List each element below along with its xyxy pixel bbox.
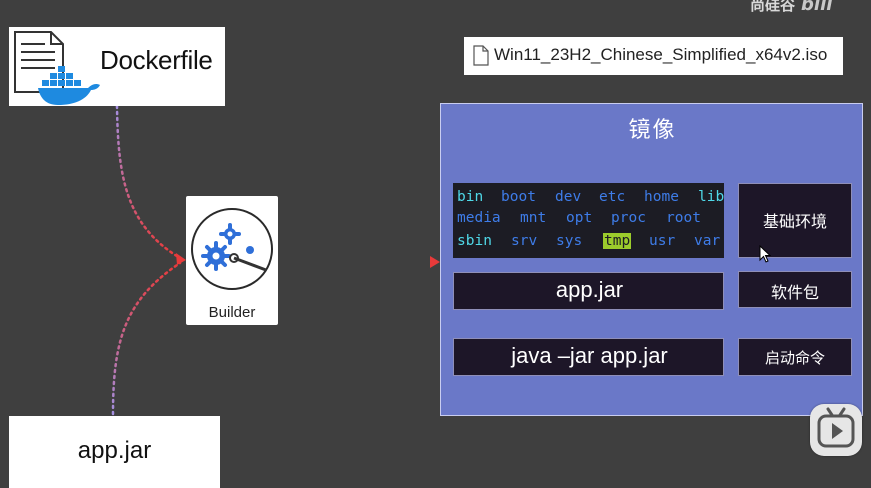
package-box: 软件包 [738, 271, 852, 308]
builder-label: Builder [208, 304, 256, 321]
iso-file-label: Win11_23H2_Chinese_Simplified_x64v2.iso [494, 45, 828, 64]
dir-item: home [644, 189, 679, 205]
dir-item: usr [649, 233, 676, 249]
file-icon [473, 45, 489, 66]
filesystem-box: bin boot dev etc home lib media mnt opt … [453, 183, 724, 258]
dir-item: var [694, 233, 721, 249]
command-layer-box: java –jar app.jar [453, 338, 724, 376]
gears-icon [191, 208, 273, 290]
dockerfile-label: Dockerfile [100, 45, 213, 75]
dir-item: proc [611, 210, 646, 226]
dir-item: srv [511, 233, 538, 249]
arrowhead-top [176, 253, 186, 265]
mouse-cursor-icon [759, 245, 771, 263]
startup-command-label: 启动命令 [764, 349, 825, 367]
image-title: 镜像 [628, 118, 677, 143]
dir-item: mnt [520, 210, 547, 226]
dir-item: tmp [603, 233, 632, 249]
watermark-text: 尚硅谷 [750, 0, 796, 14]
appjar-layer-label: app.jar [555, 277, 624, 302]
docker-whale-icon [38, 66, 100, 105]
arrow-dockerfile-to-builder [115, 104, 182, 260]
dir-item: etc [599, 189, 626, 205]
builder-card: Builder [186, 196, 278, 325]
dockerfile-card [9, 27, 225, 106]
iso-file-card: Win11_23H2_Chinese_Simplified_x64v2.iso [464, 37, 843, 75]
dir-item: opt [566, 210, 593, 226]
command-layer-label: java –jar app.jar [511, 343, 668, 368]
appjar-source-label: app.jar [77, 437, 152, 464]
play-button[interactable] [810, 404, 862, 456]
dir-item: root [666, 210, 701, 226]
appjar-layer-box: app.jar [453, 272, 724, 310]
base-env-box: 基础环境 [738, 183, 852, 258]
package-label: 软件包 [770, 283, 819, 302]
image-panel: 镜像 bin boot dev etc home lib media mnt o… [440, 103, 863, 416]
bilibili-logo: bili [801, 0, 833, 15]
dir-item: media [457, 210, 501, 226]
watermark: 尚硅谷 bili [750, 0, 832, 15]
appjar-source-card: app.jar [9, 416, 220, 488]
dir-item: lib [698, 189, 725, 205]
dir-item: sbin [457, 233, 492, 249]
dir-item: sys [556, 233, 583, 249]
dir-item: boot [501, 189, 536, 205]
arrow-appjar-to-builder [111, 261, 182, 416]
dir-item: bin [457, 189, 484, 205]
startup-command-box: 启动命令 [738, 338, 852, 376]
play-icon [817, 407, 855, 448]
dir-item: dev [555, 189, 582, 205]
arrowhead-right [430, 256, 440, 268]
base-env-label: 基础环境 [762, 212, 827, 231]
